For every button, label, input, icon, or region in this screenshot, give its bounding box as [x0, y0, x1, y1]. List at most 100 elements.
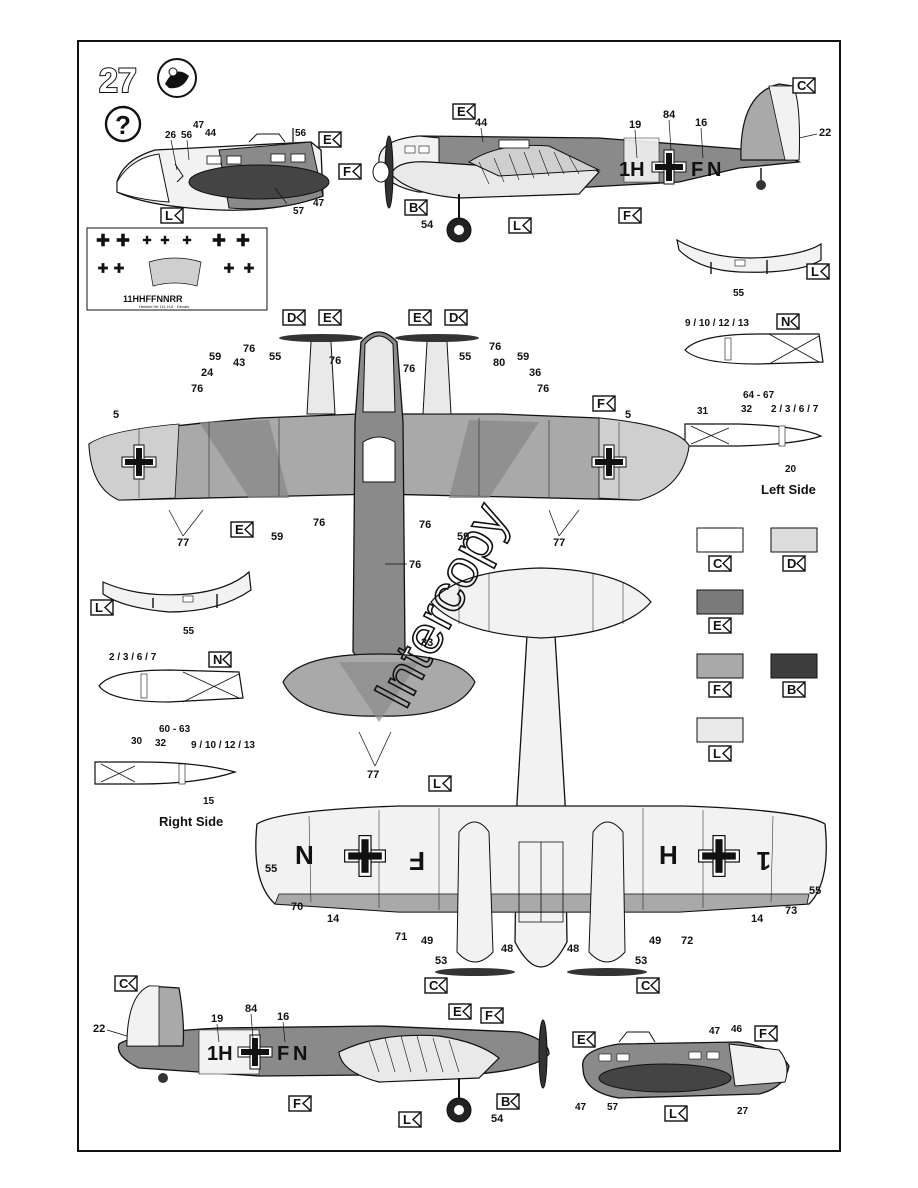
svg-text:N: N [707, 159, 721, 181]
svg-text:60 - 63: 60 - 63 [159, 724, 191, 735]
svg-text:Heinkel He 111 H-6 · Decals: Heinkel He 111 H-6 · Decals [139, 304, 189, 309]
svg-text:F: F [597, 396, 605, 411]
bomb-right-side: 60 - 63 30 32 9 / 10 / 12 / 13 15 Right … [94, 724, 255, 829]
svg-text:L: L [95, 600, 103, 615]
svg-text:31: 31 [697, 406, 709, 417]
svg-text:84: 84 [245, 1003, 258, 1015]
svg-text:26: 26 [165, 130, 177, 141]
mascot-logo-icon [157, 58, 197, 98]
svg-text:D: D [449, 310, 458, 325]
svg-text:76: 76 [403, 363, 415, 375]
svg-text:54: 54 [491, 1113, 504, 1125]
svg-text:N: N [213, 652, 222, 667]
legend-code-label: D [787, 556, 796, 571]
svg-text:76: 76 [313, 517, 325, 529]
gondola-detail-right: 55 L [676, 238, 830, 299]
svg-text:1H: 1H [619, 159, 645, 181]
nose-paint-tags: E F L [160, 131, 362, 224]
svg-text:47: 47 [575, 1102, 587, 1113]
svg-text:47: 47 [709, 1026, 721, 1037]
svg-text:56: 56 [295, 128, 307, 139]
svg-text:19: 19 [629, 119, 641, 131]
instruction-sheet: 27 ? 26 56 47 44 56 57 47 E F L [77, 40, 841, 1152]
svg-text:47: 47 [313, 198, 325, 209]
svg-text:F: F [691, 159, 703, 181]
question-icon: ? [104, 105, 142, 143]
svg-text:44: 44 [475, 117, 488, 129]
right-side-profile: 1H F N [117, 985, 550, 1123]
legend-swatch-b: B [770, 653, 818, 698]
legend-code-label: F [713, 682, 721, 697]
svg-text:55: 55 [809, 885, 821, 897]
legend-swatch-e: E [696, 589, 744, 634]
svg-text:59: 59 [457, 531, 469, 543]
svg-text:L: L [403, 1112, 411, 1127]
right-side-caption: Right Side [159, 814, 223, 829]
nose-section-view [116, 128, 330, 211]
legend-code-label: E [713, 618, 722, 633]
svg-text:F: F [277, 1043, 289, 1065]
left-side-caption: Left Side [761, 482, 816, 497]
svg-text:E: E [235, 522, 244, 537]
svg-text:N: N [295, 840, 314, 870]
svg-text:22: 22 [819, 127, 831, 139]
legend-swatch-f: F [696, 653, 744, 698]
svg-text:71: 71 [395, 931, 407, 943]
svg-text:77: 77 [177, 537, 189, 549]
svg-text:N: N [293, 1043, 307, 1065]
svg-text:F: F [293, 1096, 301, 1111]
svg-text:1: 1 [757, 846, 771, 876]
svg-text:33: 33 [421, 637, 433, 649]
svg-text:76: 76 [409, 559, 421, 571]
svg-text:56: 56 [181, 130, 193, 141]
svg-text:22: 22 [93, 1023, 105, 1035]
svg-text:F: F [485, 1008, 493, 1023]
step-number: 27 [99, 62, 137, 100]
svg-text:49: 49 [421, 935, 433, 947]
svg-text:E: E [577, 1032, 586, 1047]
svg-text:5: 5 [625, 409, 631, 421]
nose-section-view-lower: 47 46 47 57 27 E F L [572, 1024, 790, 1122]
svg-text:2 / 3 / 6 / 7: 2 / 3 / 6 / 7 [771, 404, 819, 415]
svg-text:E: E [323, 310, 332, 325]
svg-text:E: E [323, 132, 332, 147]
svg-text:73: 73 [785, 905, 797, 917]
svg-text:47: 47 [193, 120, 205, 131]
svg-text:76: 76 [537, 383, 549, 395]
left-side-profile: 1H F N [372, 83, 802, 243]
svg-text:76: 76 [191, 383, 203, 395]
svg-text:11HHFFNNRR: 11HHFFNNRR [123, 294, 183, 304]
svg-text:C: C [429, 978, 439, 993]
svg-text:B: B [501, 1094, 510, 1109]
right-profile-callouts: 22 19 84 16 54 [93, 1003, 504, 1125]
svg-text:27: 27 [737, 1106, 749, 1117]
svg-text:L: L [165, 208, 173, 223]
svg-text:F: F [409, 846, 425, 876]
svg-text:14: 14 [327, 913, 340, 925]
left-profile-callouts: 44 19 84 16 22 54 [421, 109, 831, 231]
top-view [88, 331, 690, 722]
svg-text:59: 59 [271, 531, 283, 543]
svg-text:57: 57 [293, 206, 305, 217]
svg-text:24: 24 [201, 367, 214, 379]
svg-text:L: L [669, 1106, 677, 1121]
svg-text:9 / 10 / 12 / 13: 9 / 10 / 12 / 13 [191, 740, 255, 751]
svg-text:N: N [781, 314, 790, 329]
legend-swatch-d: D [770, 527, 818, 572]
svg-text:C: C [641, 978, 651, 993]
svg-text:C: C [119, 976, 129, 991]
decal-sheet-thumbnail: 11HHFFNNRR Heinkel He 111 H-6 · Decals [86, 227, 268, 311]
bomb-nk-right: 9 / 10 / 12 / 13 N [684, 313, 824, 365]
svg-text:D: D [287, 310, 296, 325]
svg-text:C: C [797, 78, 807, 93]
svg-text:49: 49 [649, 935, 661, 947]
svg-text:59: 59 [209, 351, 221, 363]
legend-swatch-c: C [696, 527, 744, 572]
svg-text:?: ? [115, 110, 131, 140]
svg-text:E: E [457, 104, 466, 119]
svg-text:72: 72 [681, 935, 693, 947]
svg-text:43: 43 [233, 357, 245, 369]
svg-text:32: 32 [155, 738, 167, 749]
svg-text:55: 55 [265, 863, 277, 875]
